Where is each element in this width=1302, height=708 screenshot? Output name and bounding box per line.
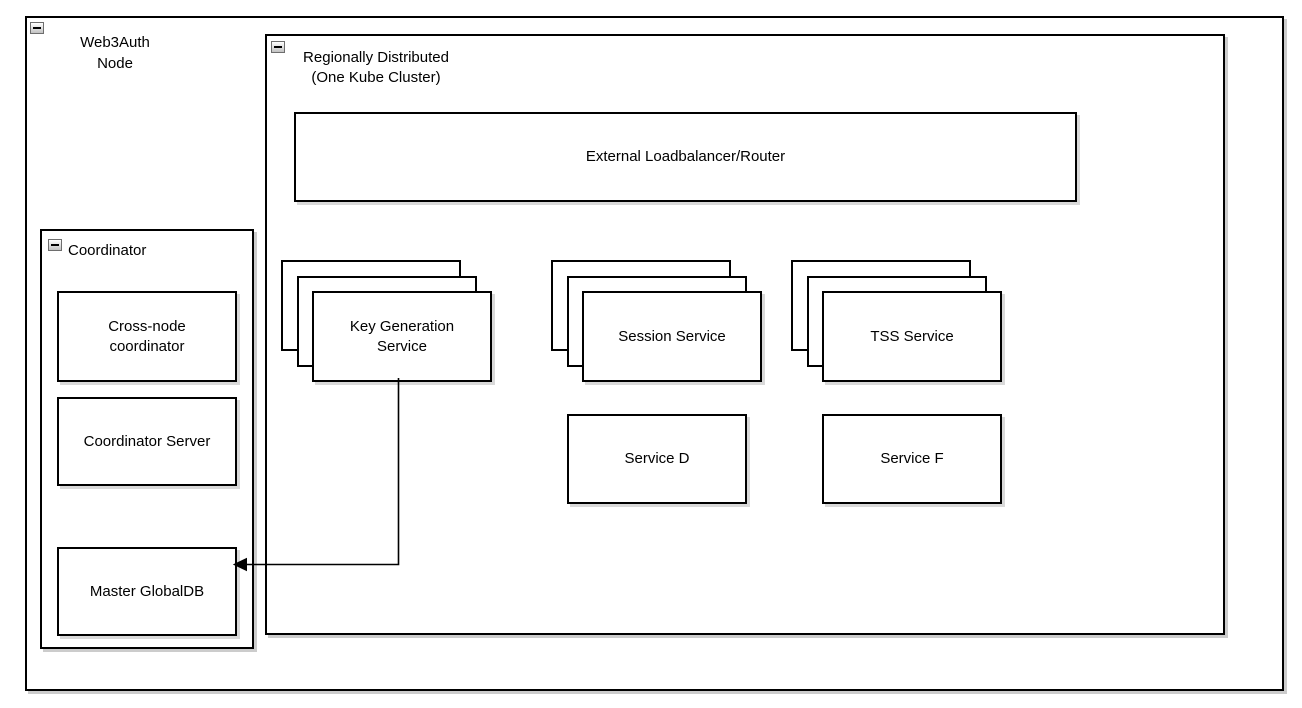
container-coordinator[interactable]: Coordinator Cross-node coordinator Coord… [40, 229, 254, 649]
node-key-generation-service[interactable]: Key Generation Service [312, 291, 492, 382]
node-cross-node-coordinator[interactable]: Cross-node coordinator [57, 291, 237, 382]
node-label: TSS Service [870, 327, 954, 345]
node-tss-service[interactable]: TSS Service [822, 291, 1002, 382]
node-label: Master GlobalDB [89, 582, 205, 600]
stack-session-service[interactable]: Session Service [551, 260, 762, 382]
minus-icon [33, 27, 41, 29]
node-label: Service F [880, 450, 944, 467]
node-service-f[interactable]: Service F [822, 414, 1002, 504]
collapse-toggle-coordinator[interactable] [48, 239, 62, 251]
container-regionally-distributed[interactable]: Regionally Distributed (One Kube Cluster… [265, 34, 1225, 635]
node-label: Cross-node coordinator [108, 317, 186, 355]
container-label-regional: Regionally Distributed (One Kube Cluster… [303, 49, 449, 86]
stack-tss-service[interactable]: TSS Service [791, 260, 1002, 382]
minus-icon [274, 46, 282, 48]
node-external-loadbalancer[interactable]: External Loadbalancer/Router [294, 112, 1077, 202]
node-service-d[interactable]: Service D [567, 414, 747, 504]
node-label: Session Service [618, 327, 726, 345]
stack-key-generation-service[interactable]: Key Generation Service [281, 260, 492, 382]
node-label: External Loadbalancer/Router [585, 148, 786, 165]
node-coordinator-server[interactable]: Coordinator Server [57, 397, 237, 486]
node-label: Coordinator Server [83, 432, 211, 450]
collapse-toggle-regional[interactable] [271, 41, 285, 53]
node-label: Service D [624, 450, 690, 467]
container-web3auth-node[interactable]: Web3Auth Node Coordinator Cross-node coo… [25, 16, 1284, 691]
container-label-web3auth: Web3Auth Node [80, 34, 150, 72]
node-label: Key Generation Service [349, 317, 455, 355]
node-session-service[interactable]: Session Service [582, 291, 762, 382]
container-label-coordinator: Coordinator [68, 242, 147, 259]
collapse-toggle-web3auth[interactable] [30, 22, 44, 34]
node-master-globaldb[interactable]: Master GlobalDB [57, 547, 237, 636]
minus-icon [51, 244, 59, 246]
